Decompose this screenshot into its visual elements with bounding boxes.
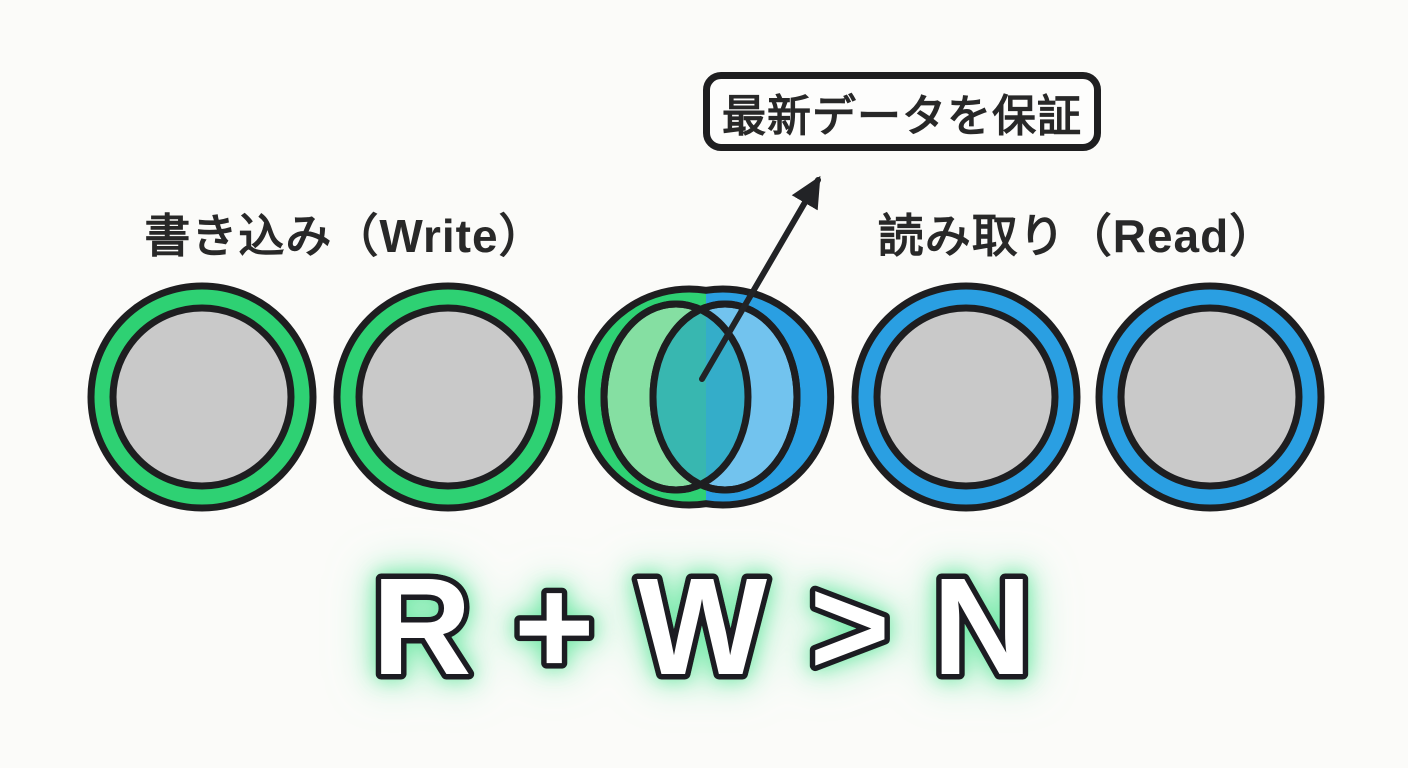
overlap-inner-read-outline bbox=[649, 300, 801, 494]
write-node-1-core bbox=[109, 304, 295, 490]
write-label: 書き込み（Write） bbox=[144, 210, 546, 262]
callout-box: 最新データを保証 bbox=[703, 72, 1101, 151]
write-node-2 bbox=[333, 282, 563, 512]
read-node-2 bbox=[1095, 282, 1325, 512]
overlap-outer-outline bbox=[577, 285, 835, 509]
read-label: 読み取り（Read） bbox=[877, 210, 1277, 262]
guarantee-arrow bbox=[699, 175, 821, 382]
formula-text: R + W > N bbox=[372, 550, 1034, 704]
read-node-1 bbox=[851, 282, 1081, 512]
read-node-1-core bbox=[873, 304, 1059, 490]
callout-label: 最新データを保証 bbox=[722, 91, 1082, 141]
overlap-inner-write-outline bbox=[600, 300, 752, 494]
write-node-2-core bbox=[355, 304, 541, 490]
write-node-1 bbox=[87, 282, 317, 512]
overlap-lens-right bbox=[706, 304, 748, 490]
read-node-2-core bbox=[1117, 304, 1303, 490]
quorum-overlap-node bbox=[577, 285, 835, 509]
